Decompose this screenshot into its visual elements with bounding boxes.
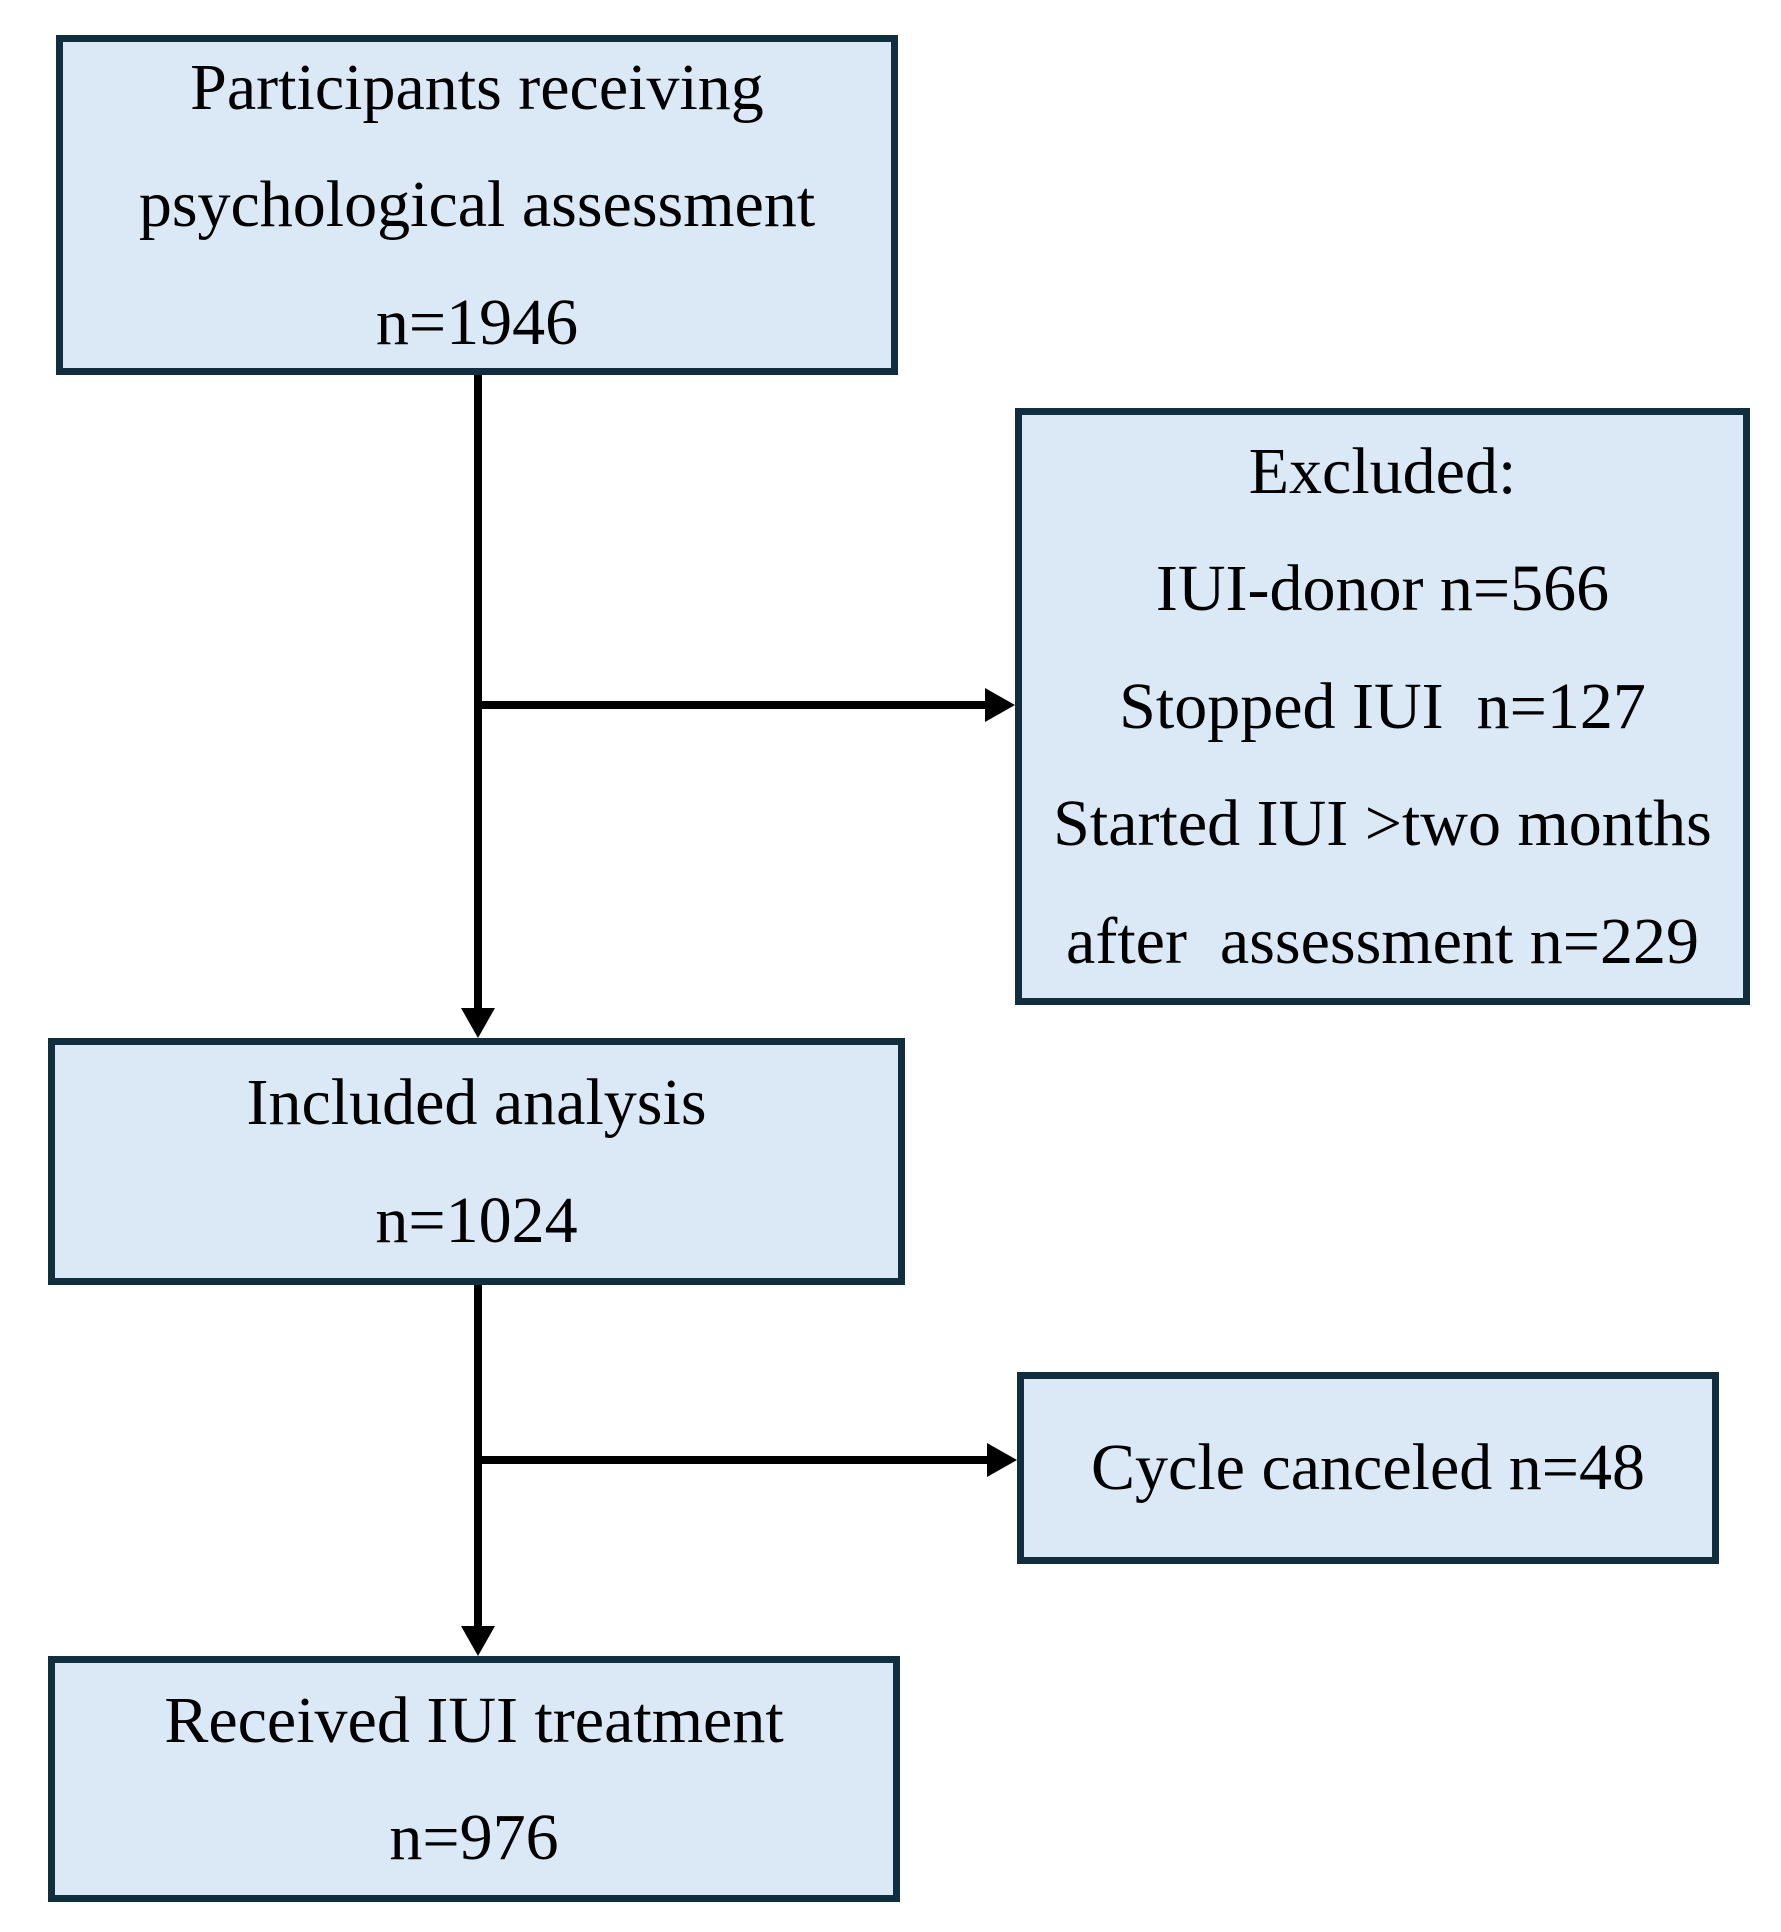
connector-branch-excluded xyxy=(474,701,987,709)
box-text-line: Stopped IUI n=127 xyxy=(1119,669,1646,743)
arrow-right-icon xyxy=(985,688,1015,722)
connector-top-to-included xyxy=(474,375,482,1011)
arrow-right-icon xyxy=(987,1443,1017,1477)
arrow-down-icon xyxy=(461,1008,495,1038)
box-text-line: after assessment n=229 xyxy=(1066,904,1699,978)
box-text-line: Started IUI >two months xyxy=(1053,787,1712,861)
box-text-line: Excluded: xyxy=(1248,434,1517,508)
box-cycle-canceled: Cycle canceled n=48 xyxy=(1017,1372,1719,1564)
box-received-iui: Received IUI treatment n=976 xyxy=(48,1656,900,1902)
box-text-line: IUI-donor n=566 xyxy=(1155,552,1610,626)
arrow-down-icon xyxy=(461,1626,495,1656)
box-text-line: Received IUI treatment xyxy=(164,1683,784,1757)
box-text-line: Included analysis xyxy=(246,1066,707,1140)
box-text-line: n=976 xyxy=(389,1801,559,1874)
connector-branch-canceled xyxy=(474,1456,989,1464)
box-participants-assessment: Participants receiving psychological ass… xyxy=(56,35,898,375)
box-text-line: Cycle canceled n=48 xyxy=(1091,1431,1645,1505)
box-included-analysis: Included analysis n=1024 xyxy=(48,1038,905,1285)
box-text-line: n=1946 xyxy=(375,285,579,359)
box-excluded: Excluded: IUI-donor n=566 Stopped IUI n=… xyxy=(1015,408,1750,1005)
box-text-line: psychological assessment xyxy=(138,168,816,242)
box-text-line: Participants receiving xyxy=(190,50,764,124)
box-text-line: n=1024 xyxy=(375,1183,578,1257)
